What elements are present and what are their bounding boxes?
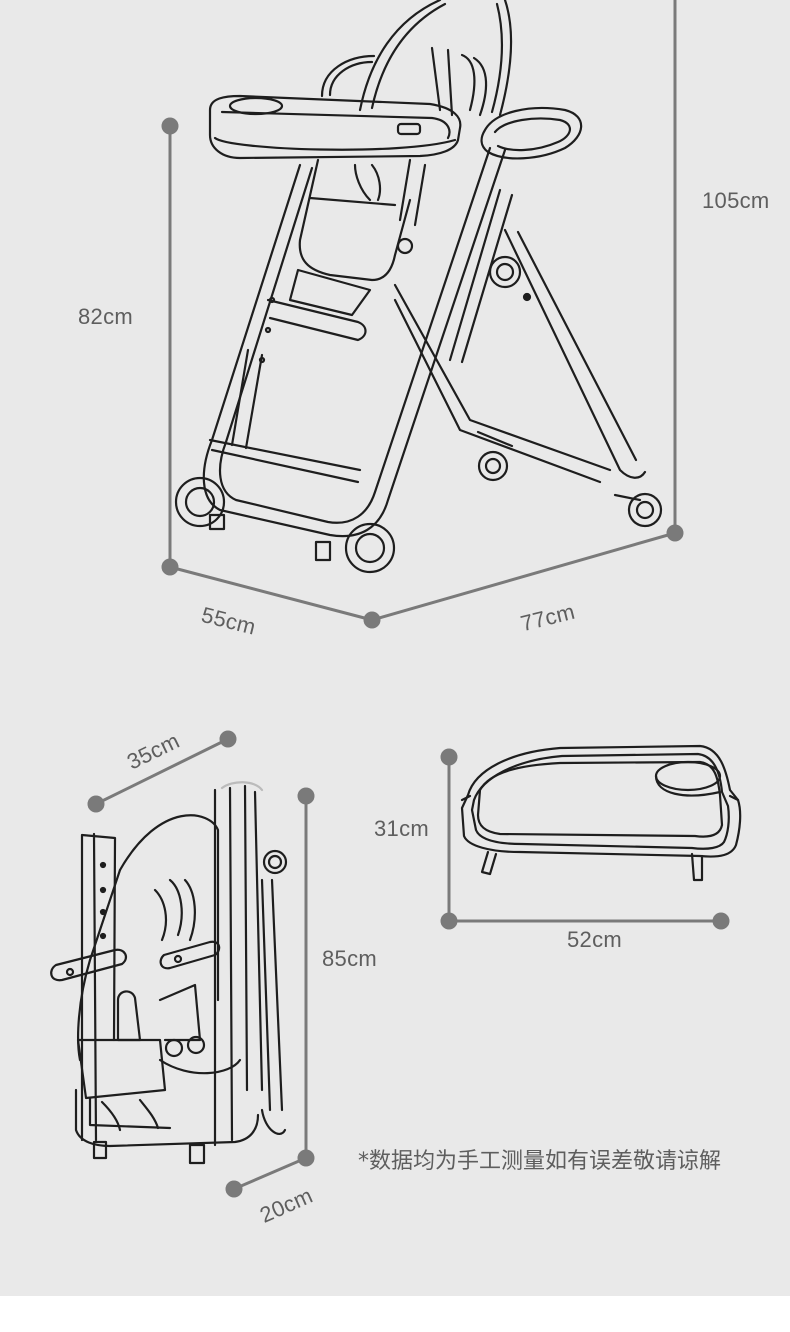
folded-width-line [94,737,230,806]
tray-width-label: 52cm [567,927,622,952]
base-corner-dot [363,611,381,629]
bottom-margin [0,1296,790,1332]
seat-height-label: 82cm [78,304,133,329]
seat-height-top-dot [161,117,179,135]
full-height-label: 105cm [702,188,770,213]
measurement-note: *数据均为手工测量如有误差敬请谅解 [358,1149,722,1174]
dimension-diagram: 105cm 82cm 55cm 77cm 35cm 85cm 20cm 31cm… [0,0,790,1296]
dimension-lines [87,0,730,1198]
diagram-canvas [50,0,742,1198]
tray-height-label: 31cm [374,816,429,841]
base-depth-line [370,531,677,622]
folded-chair-drawing [50,781,288,1165]
folded-height-label: 85cm [322,946,377,971]
high-chair-drawing [174,0,663,574]
tray-drawing [460,744,742,882]
folded-depth-line [232,1156,308,1191]
base-width-line [168,565,374,622]
